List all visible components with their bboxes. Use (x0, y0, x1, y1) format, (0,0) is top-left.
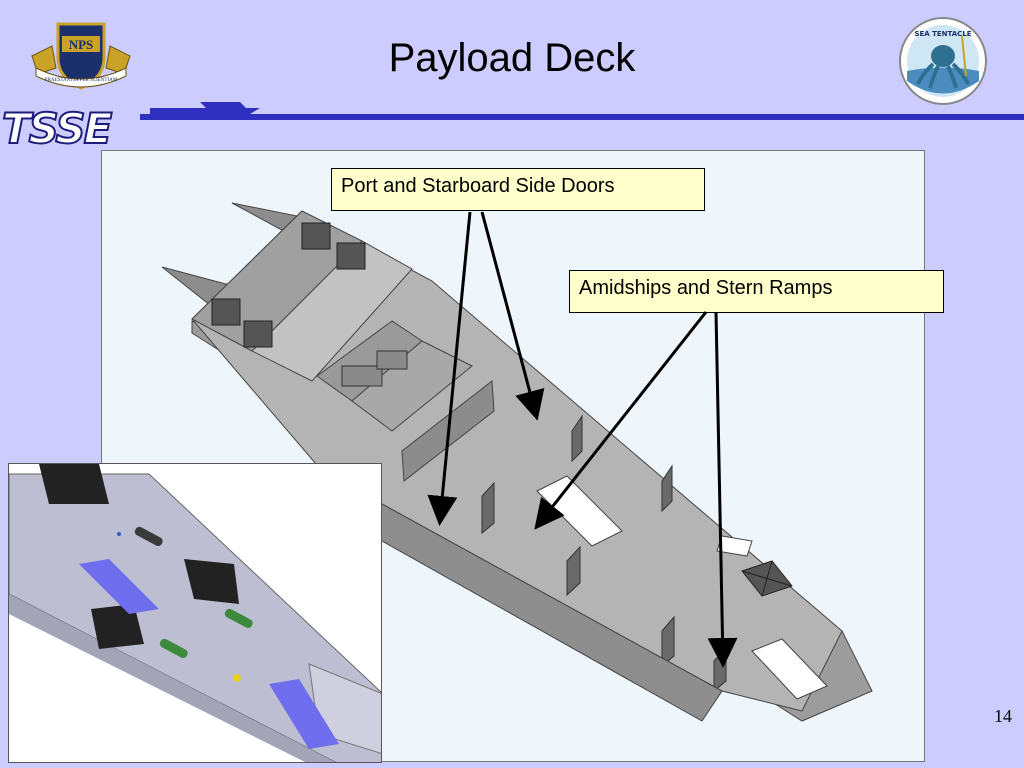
sea-tentacle-logo: SEA TENTACLE (896, 16, 990, 106)
callout-side-doors: Port and Starboard Side Doors (331, 168, 705, 211)
payload-deck-inset-render (8, 463, 382, 763)
tsse-banner: TSSE (0, 98, 1024, 154)
tsse-text: TSSE (2, 104, 113, 148)
slide-title: Payload Deck (388, 36, 636, 80)
sea-tentacle-text: SEA TENTACLE (914, 30, 971, 38)
nps-crest-logo: NPS PRAESTANTIA PER SCIENTIAM (28, 18, 134, 100)
nps-motto: PRAESTANTIA PER SCIENTIAM (45, 78, 118, 83)
page-number: 14 (994, 706, 1012, 726)
nps-text: NPS (69, 37, 94, 52)
callout-ramps: Amidships and Stern Ramps (569, 270, 944, 313)
